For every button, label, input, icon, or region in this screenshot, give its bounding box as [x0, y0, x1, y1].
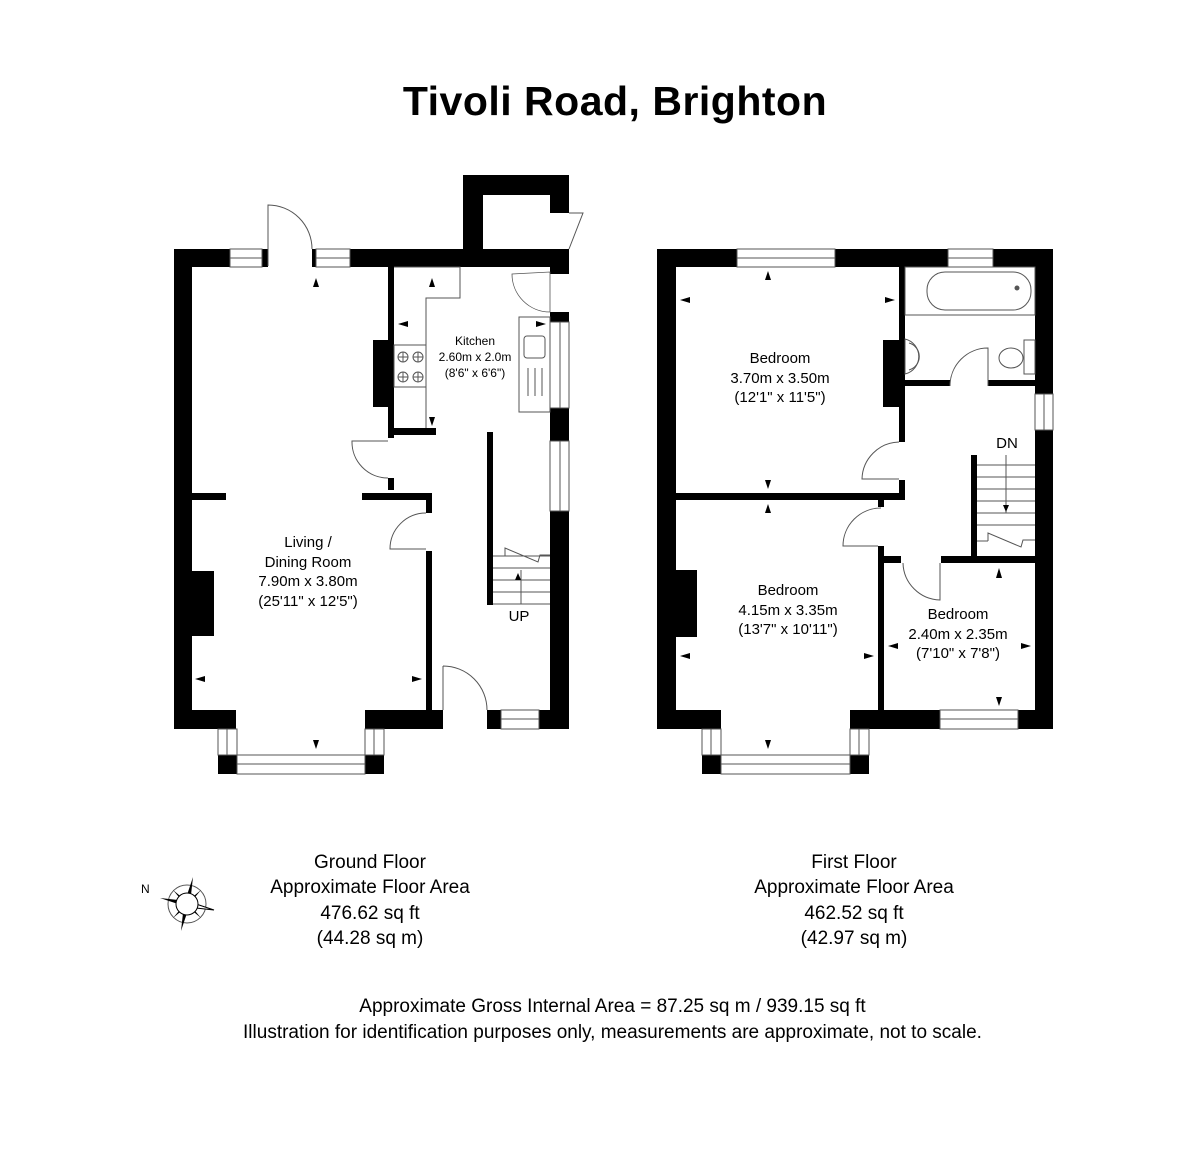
first-floor-info: First Floor Approximate Floor Area 462.5… — [714, 850, 994, 951]
ground-floor-fixtures — [217, 204, 584, 775]
room-label-bedroom-1: Bedroom 3.70m x 3.50m (12'1" x 11'5") — [720, 349, 840, 408]
ground-floor-info: Ground Floor Approximate Floor Area 476.… — [230, 850, 510, 951]
room-label-living-dining: Living / Dining Room 7.90m x 3.80m (25'1… — [238, 533, 378, 611]
floor-area-sqm: (42.97 sq m) — [800, 927, 908, 949]
floor-name: Ground Floor — [314, 852, 426, 873]
room-size-imperial: (25'11" x 12'5") — [258, 592, 358, 610]
first-floor-fixtures — [701, 248, 1054, 775]
room-label-kitchen: Kitchen 2.60m x 2.0m (8'6" x 6'6") — [430, 333, 520, 382]
room-size-imperial: (13'7" x 10'11") — [738, 621, 838, 638]
room-size-imperial: (8'6" x 6'6") — [444, 366, 506, 381]
floor-area-caption: Approximate Floor Area — [270, 877, 470, 899]
room-name-line2: Dining Room — [264, 553, 352, 571]
room-size-imperial: (7'10" x 7'8") — [916, 645, 1000, 662]
floor-area-sqm: (44.28 sq m) — [316, 927, 424, 949]
first-floor-plan — [657, 249, 1053, 774]
floor-area-sqft: 462.52 sq ft — [804, 902, 904, 924]
gross-internal-area: Approximate Gross Internal Area = 87.25 … — [359, 996, 866, 1017]
ground-floor-plan — [174, 175, 569, 774]
first-floor-markers — [680, 271, 1031, 749]
room-size-metric: 7.90m x 3.80m — [258, 573, 358, 590]
room-size-metric: 2.60m x 2.0m — [438, 350, 512, 365]
floor-name: First Floor — [811, 852, 897, 873]
stair-label-down: DN — [996, 435, 1018, 452]
page-title: Tivoli Road, Brighton — [402, 78, 828, 124]
floor-area-caption: Approximate Floor Area — [754, 877, 954, 899]
ground-floor-markers — [195, 278, 546, 749]
stair-label-up: UP — [508, 608, 530, 625]
room-label-bedroom-3: Bedroom 2.40m x 2.35m (7'10" x 7'8") — [893, 605, 1023, 664]
room-size-metric: 4.15m x 3.35m — [738, 601, 838, 619]
floor-area-sqft: 476.62 sq ft — [320, 902, 420, 924]
room-size-metric: 3.70m x 3.50m — [730, 369, 830, 387]
room-name: Bedroom — [757, 582, 819, 599]
room-name: Kitchen — [454, 334, 496, 348]
room-name: Bedroom — [927, 606, 989, 623]
room-name-line1: Living / — [284, 534, 332, 551]
compass-rose-icon — [160, 877, 215, 931]
compass-north-label: N — [141, 882, 150, 896]
room-size-metric: 2.40m x 2.35m — [908, 625, 1008, 643]
disclaimer: Illustration for identification purposes… — [243, 1022, 982, 1043]
room-name: Bedroom — [749, 350, 811, 367]
room-label-bedroom-2: Bedroom 4.15m x 3.35m (13'7" x 10'11") — [718, 581, 858, 640]
room-size-imperial: (12'1" x 11'5") — [734, 389, 826, 406]
